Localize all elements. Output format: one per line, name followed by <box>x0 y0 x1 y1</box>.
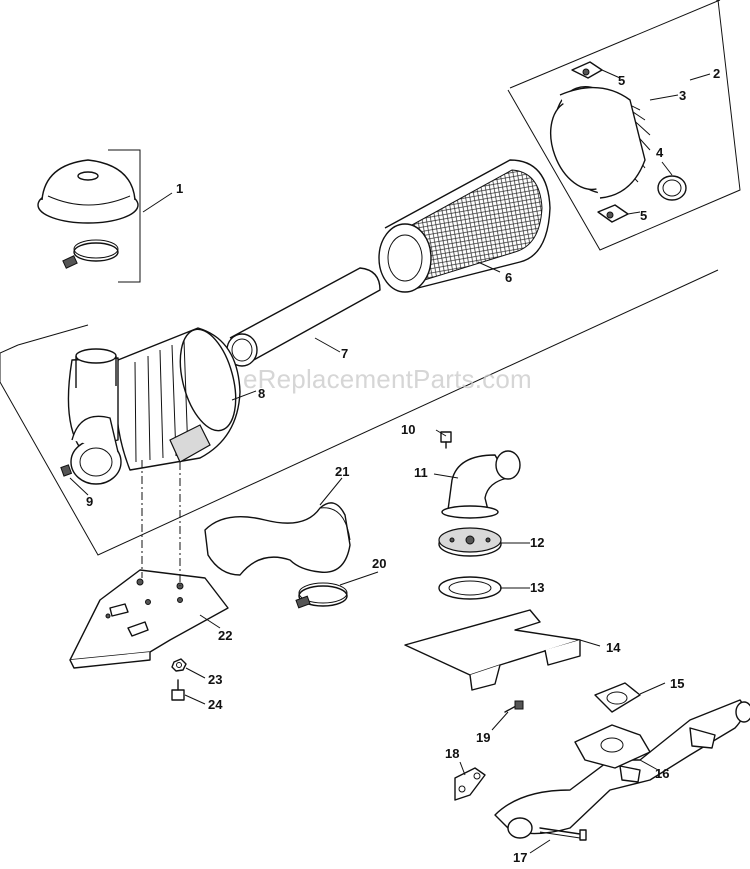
callout-17: 17 <box>513 850 527 865</box>
callout-5-top: 5 <box>618 73 625 88</box>
callout-23: 23 <box>208 672 222 687</box>
precleaner-clamp[interactable] <box>62 239 119 269</box>
intake-hose[interactable] <box>204 502 351 576</box>
intake-elbow[interactable] <box>441 450 521 519</box>
air-filter-element[interactable] <box>378 159 551 293</box>
callout-3: 3 <box>679 88 686 103</box>
callout-12: 12 <box>530 535 544 550</box>
callout-18: 18 <box>445 746 459 761</box>
cover-seal-ring[interactable] <box>657 175 687 201</box>
callout-13: 13 <box>530 580 544 595</box>
callout-11: 11 <box>414 465 428 480</box>
callout-8: 8 <box>258 386 265 401</box>
air-cleaner-cover[interactable] <box>539 75 651 204</box>
cover-latch-top[interactable] <box>571 61 603 79</box>
bracket-nut[interactable] <box>171 658 187 672</box>
callout-21: 21 <box>335 464 349 479</box>
callout-2: 2 <box>713 66 720 81</box>
flange-gasket[interactable] <box>454 767 486 801</box>
callout-24: 24 <box>208 697 223 712</box>
elbow-adapter[interactable] <box>438 527 502 557</box>
callout-1: 1 <box>176 181 183 196</box>
elbow-gasket[interactable] <box>438 576 502 600</box>
callout-15: 15 <box>670 676 684 691</box>
callout-10: 10 <box>401 422 415 437</box>
callout-labels: 1 2 3 4 5 5 6 7 8 9 10 11 12 13 14 15 16… <box>86 66 720 865</box>
callout-4: 4 <box>656 145 664 160</box>
callout-5-bottom: 5 <box>640 208 647 223</box>
manifold-gasket[interactable] <box>594 682 641 713</box>
cover-group-frame <box>507 0 741 251</box>
callout-16: 16 <box>655 766 669 781</box>
air-cleaner-housing[interactable] <box>67 323 245 485</box>
housing-valve-9[interactable] <box>60 464 73 477</box>
precleaner-cap[interactable] <box>37 159 139 224</box>
manifold-bolt[interactable] <box>539 827 587 841</box>
watermark: eReplacementParts.com <box>243 364 532 394</box>
intake-manifold[interactable] <box>494 699 750 839</box>
callout-20: 20 <box>372 556 386 571</box>
callout-14: 14 <box>606 640 621 655</box>
callout-19: 19 <box>476 730 490 745</box>
callout-6: 6 <box>505 270 512 285</box>
hose-clamp[interactable] <box>295 582 348 609</box>
leader-lines <box>69 69 711 854</box>
heat-shield[interactable] <box>404 609 581 691</box>
safety-element-tube[interactable] <box>226 267 381 367</box>
shield-screw[interactable] <box>504 700 524 713</box>
precleaner-group-frame <box>108 149 141 283</box>
callout-9: 9 <box>86 494 93 509</box>
air-cleaner-group-frame <box>0 0 721 556</box>
callout-7: 7 <box>341 346 348 361</box>
bracket-bolt[interactable] <box>171 679 185 701</box>
mounting-bracket[interactable] <box>69 569 229 669</box>
cover-latch-bottom[interactable] <box>597 204 629 223</box>
callout-22: 22 <box>218 628 232 643</box>
